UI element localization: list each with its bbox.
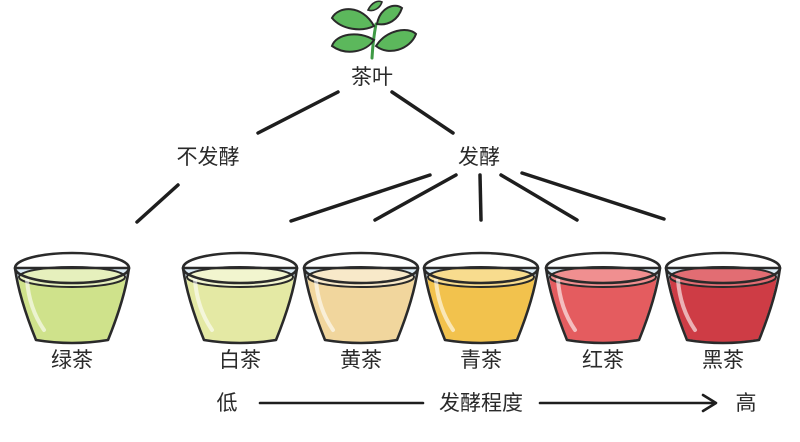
cup-outline — [544, 266, 662, 345]
root-label: 茶叶 — [351, 65, 393, 89]
scale-arrowhead — [701, 393, 718, 413]
cup-outline — [664, 266, 782, 345]
connector-fermented-red — [499, 173, 579, 222]
connector-root-unfermented — [256, 90, 340, 135]
connector-unfermented-green — [135, 183, 180, 224]
tea-cup: 白茶 — [181, 251, 299, 372]
tea-cups: 绿茶 白茶 黄茶 青茶 红茶 黑茶 — [13, 251, 782, 372]
cup-liquid — [549, 276, 657, 342]
connector-fermented-dark — [520, 171, 666, 221]
tea-cup: 青茶 — [422, 251, 540, 372]
connector-fermented-white — [289, 173, 432, 223]
scale-title: 发酵程度 — [439, 391, 523, 415]
tea-cup: 绿茶 — [13, 251, 131, 372]
cup-outline — [13, 266, 131, 345]
cup-liquid — [18, 276, 126, 342]
cup-outline — [422, 266, 540, 345]
tea-cup: 红茶 — [544, 251, 662, 372]
branch-label-fermented: 发酵 — [458, 145, 500, 169]
cup-rim — [13, 251, 131, 285]
connector-root-fermented — [390, 90, 455, 135]
tea-label: 白茶 — [219, 348, 261, 372]
glass-highlight — [193, 278, 214, 332]
cup-liquid — [669, 276, 777, 342]
tea-label: 黑茶 — [702, 348, 744, 372]
cup-outline — [302, 266, 420, 345]
cup-liquid — [186, 276, 294, 342]
tea-label: 黄茶 — [340, 348, 382, 372]
cup-rim — [422, 251, 540, 285]
tea-cup: 黄茶 — [302, 251, 420, 372]
cup-liquid — [427, 276, 535, 342]
connector-fermented-oolong — [478, 173, 483, 222]
cup-rim — [664, 251, 782, 285]
tea-cup: 黑茶 — [664, 251, 782, 372]
glass-highlight — [556, 278, 577, 332]
glass-highlight — [434, 278, 455, 332]
branch-label-unfermented: 不发酵 — [177, 145, 240, 169]
tea-label: 绿茶 — [51, 348, 93, 372]
cup-rim — [544, 251, 662, 285]
tea-sprout-icon — [330, 0, 418, 60]
cup-liquid — [307, 276, 415, 342]
glass-highlight — [25, 278, 46, 332]
cup-outline — [181, 266, 299, 345]
glass-highlight — [676, 278, 697, 332]
tea-label: 红茶 — [582, 348, 624, 372]
scale-low-label: 低 — [217, 391, 238, 415]
scale-high-label: 高 — [736, 391, 757, 415]
glass-highlight — [314, 278, 335, 332]
cup-rim — [302, 251, 420, 285]
tea-label: 青茶 — [460, 348, 502, 372]
cup-rim — [181, 251, 299, 285]
connector-fermented-yellow — [373, 173, 458, 222]
